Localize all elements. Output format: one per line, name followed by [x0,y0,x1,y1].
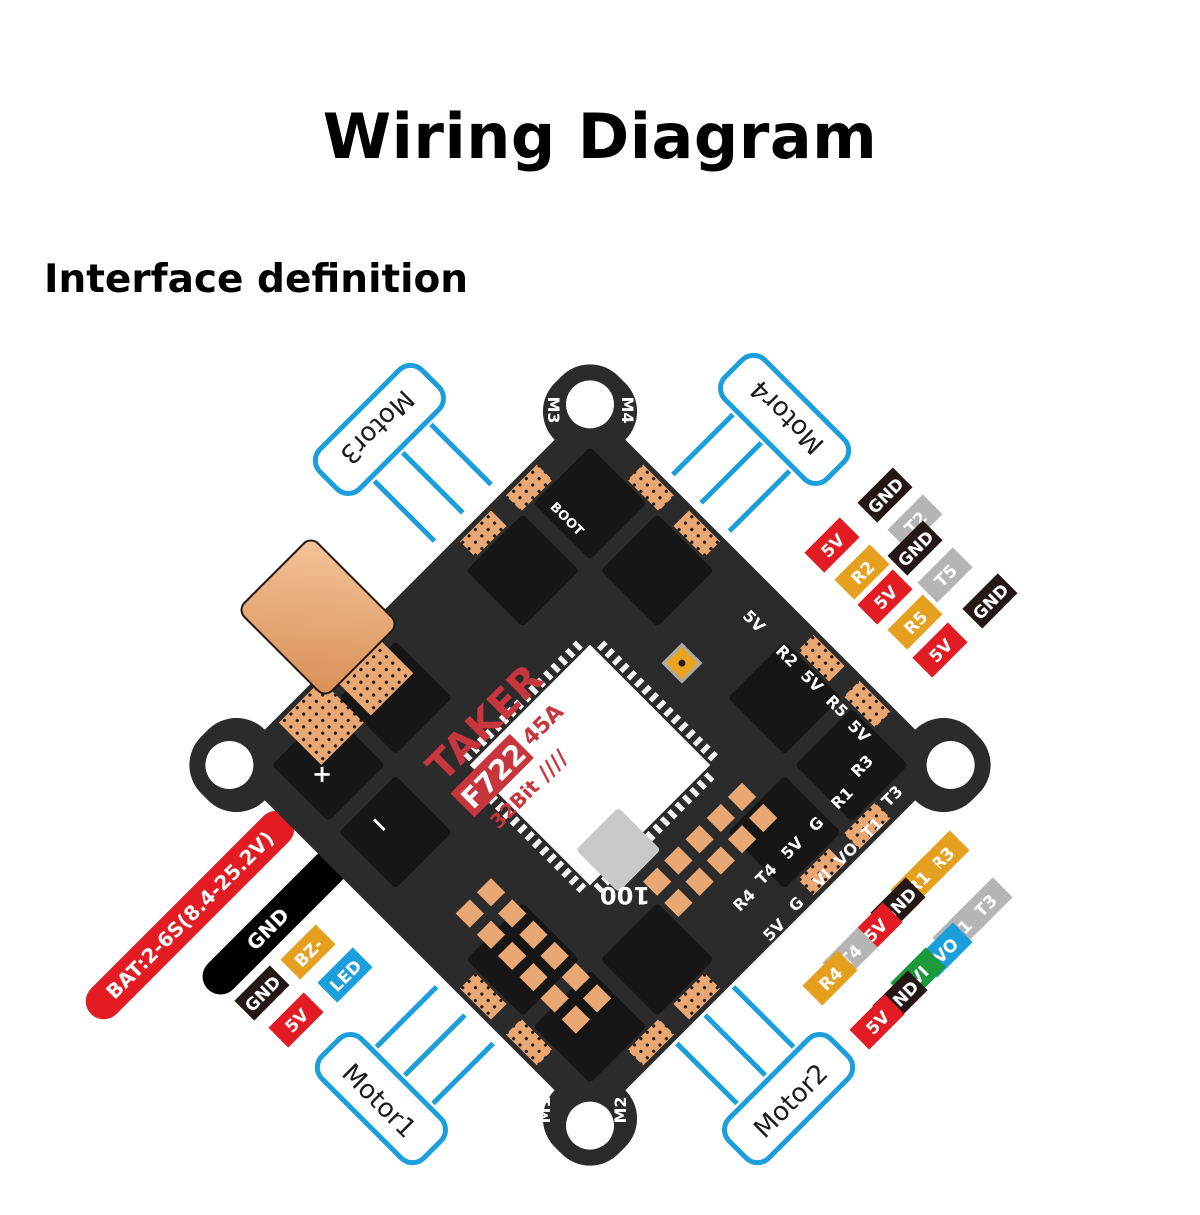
battery-negative-lead [202,849,348,995]
pad-label-m1: M1 [535,1096,554,1123]
motor1-connector: Motor1 [314,985,495,1166]
motor2-connector: Motor2 [675,985,856,1166]
pin-tag-gnd: GND [962,573,1018,629]
mount-hole-m3 [566,380,614,429]
mcu-chip [469,644,711,886]
mount-hole-m2 [566,1101,614,1150]
pin-tag-5v: 5V [804,517,860,573]
pin-tag-led: LED [317,947,373,1003]
current-sensor-label: 100 [600,881,650,909]
motor4-connector: Motor4 [671,352,852,533]
pin-tag-bz: BZ- [280,924,336,980]
pin-tag-5v: 5V [268,992,324,1048]
mount-hole-left [205,741,254,789]
flight-controller-board [189,364,991,1166]
battery-plus-label: + [312,760,332,788]
pad-label-m2: M2 [611,1096,630,1123]
pad-label-m4: M4 [618,396,637,423]
page-title: Wiring Diagram [322,100,878,173]
battery-positive-lead [85,810,295,1020]
current-sensor-shunt [577,809,660,891]
motor3-connector: Motor3 [312,362,493,543]
pcb-pad-label: G [778,575,801,598]
usb-c-port [240,539,396,695]
battery-positive-label: BAT:2-6S(8.4-25.2V) [101,826,279,1004]
pad-label-m3: M3 [544,396,563,423]
pin-tag-5v: 5V [912,622,968,678]
mount-hole-m4 [926,741,975,789]
section-subtitle: Interface definition [44,257,469,302]
